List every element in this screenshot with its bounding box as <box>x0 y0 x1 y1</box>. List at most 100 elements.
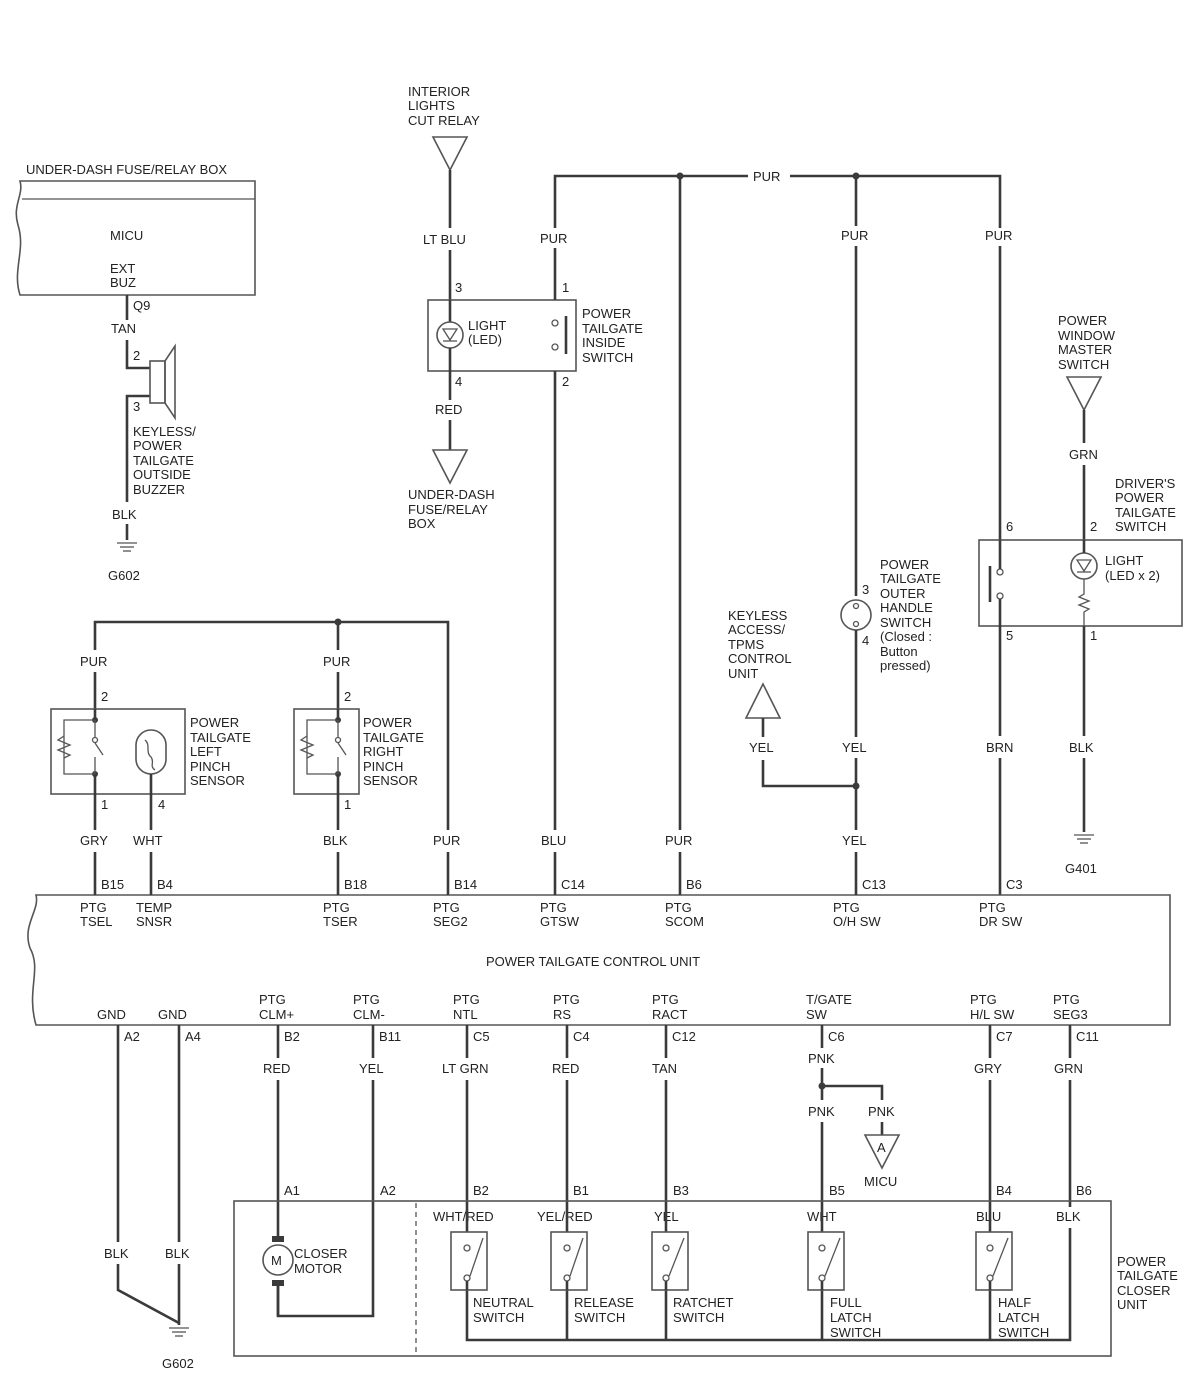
top-pin-c13: YEL C13 PTG O/H SW <box>833 833 886 929</box>
svg-text:WHT/RED: WHT/RED <box>433 1209 494 1224</box>
bottom-pin-c11: PTG SEG3 C11 GRN <box>1053 992 1099 1207</box>
svg-text:SWITCH: SWITCH <box>673 1310 724 1325</box>
wire-pur-driver: PUR <box>985 228 1012 243</box>
svg-text:GRY: GRY <box>974 1061 1002 1076</box>
inside-switch-name: POWER TAILGATE INSIDE SWITCH <box>582 306 643 365</box>
svg-text:C13: C13 <box>862 877 886 892</box>
svg-text:GTSW: GTSW <box>540 914 580 929</box>
ratchet-switch: B3 YEL RATCHET SWITCH <box>651 1183 733 1325</box>
pin-2-switch: 2 <box>562 374 569 389</box>
wire-tan: TAN <box>111 321 136 336</box>
svg-text:POWER: POWER <box>880 557 929 572</box>
svg-text:FULL: FULL <box>830 1295 862 1310</box>
wire-yel-keyless: YEL <box>749 740 774 755</box>
svg-text:PTG: PTG <box>433 900 460 915</box>
svg-text:PTG: PTG <box>979 900 1006 915</box>
driver-pin-1: 1 <box>1090 628 1097 643</box>
svg-text:TAILGATE: TAILGATE <box>880 571 941 586</box>
svg-text:C14: C14 <box>561 877 585 892</box>
svg-text:pressed): pressed) <box>880 658 931 673</box>
svg-text:SWITCH: SWITCH <box>473 1310 524 1325</box>
wire-yel-outer: YEL <box>842 740 867 755</box>
svg-text:TAN: TAN <box>652 1061 677 1076</box>
motor-pin-a1: A1 <box>284 1183 300 1198</box>
svg-text:SENSOR: SENSOR <box>190 773 245 788</box>
svg-text:PTG: PTG <box>553 992 580 1007</box>
svg-text:SEG3: SEG3 <box>1053 1007 1088 1022</box>
svg-text:PTG: PTG <box>652 992 679 1007</box>
fuse-relay-box: UNDER-DASH FUSE/RELAY BOX MICU EXT BUZ <box>15 162 256 296</box>
svg-text:C11: C11 <box>1076 1029 1099 1044</box>
svg-text:TAILGATE: TAILGATE <box>582 321 643 336</box>
control-unit-box <box>27 894 1171 1026</box>
svg-text:O/H SW: O/H SW <box>833 914 881 929</box>
left-pinch-sensor-box <box>50 708 186 795</box>
wire-blk-buzzer: BLK <box>112 507 137 522</box>
svg-text:TPMS: TPMS <box>728 637 764 652</box>
svg-text:SWITCH: SWITCH <box>1058 357 1109 372</box>
svg-text:KEYLESS/: KEYLESS/ <box>133 424 196 439</box>
svg-text:C6: C6 <box>828 1029 845 1044</box>
svg-text:UNIT: UNIT <box>728 666 758 681</box>
inside-switch-icon <box>551 316 568 354</box>
motor-pin-a2: A2 <box>380 1183 396 1198</box>
svg-text:ACCESS/: ACCESS/ <box>728 622 785 637</box>
svg-text:RELEASE: RELEASE <box>574 1295 634 1310</box>
svg-text:SWITCH: SWITCH <box>574 1310 625 1325</box>
left-pinch-name: POWER TAILGATE LEFT PINCH SENSOR <box>190 715 251 788</box>
svg-text:B1: B1 <box>573 1183 589 1198</box>
svg-text:POWER: POWER <box>1117 1254 1166 1269</box>
fuse-box-connector-triangle <box>431 449 469 485</box>
fuse-box-title: UNDER-DASH FUSE/RELAY BOX <box>26 162 227 177</box>
wire-pur-outer: PUR <box>841 228 868 243</box>
svg-text:TAILGATE: TAILGATE <box>133 453 194 468</box>
svg-text:C5: C5 <box>473 1029 490 1044</box>
wire-pnk-right: PNK <box>868 1104 895 1119</box>
svg-text:GRN: GRN <box>1054 1061 1083 1076</box>
left-pin-2: 2 <box>101 689 108 704</box>
svg-text:BUZZER: BUZZER <box>133 482 185 497</box>
svg-text:CLM+: CLM+ <box>259 1007 294 1022</box>
svg-text:NEUTRAL: NEUTRAL <box>473 1295 534 1310</box>
svg-text:POWER: POWER <box>363 715 412 730</box>
wire-brn-driver: BRN <box>986 740 1013 755</box>
keyless-name: KEYLESS ACCESS/ TPMS CONTROL UNIT <box>728 608 792 681</box>
svg-text:NTL: NTL <box>453 1007 478 1022</box>
svg-text:FUSE/RELAY: FUSE/RELAY <box>408 502 488 517</box>
svg-text:TSEL: TSEL <box>80 914 113 929</box>
bottom-pin-a2: GND A2 BLK <box>97 1007 140 1261</box>
svg-text:M: M <box>271 1253 282 1268</box>
svg-text:CONTROL: CONTROL <box>728 651 792 666</box>
wire-grn-window: GRN <box>1069 447 1098 462</box>
driver-pin-5: 5 <box>1006 628 1013 643</box>
left-pin-1: 1 <box>101 797 108 812</box>
full-latch-switch: B5 WHT FULL LATCH SWITCH <box>807 1183 881 1340</box>
svg-text:GND: GND <box>97 1007 126 1022</box>
svg-text:UNDER-DASH: UNDER-DASH <box>408 487 495 502</box>
wire-blk-driver: BLK <box>1069 740 1094 755</box>
svg-text:B6: B6 <box>1076 1183 1092 1198</box>
svg-text:YEL: YEL <box>359 1061 384 1076</box>
pin-3-light: 3 <box>455 280 462 295</box>
svg-text:TAILGATE: TAILGATE <box>1117 1268 1178 1283</box>
svg-text:BLK: BLK <box>323 833 348 848</box>
svg-text:H/L SW: H/L SW <box>970 1007 1015 1022</box>
svg-text:PTG: PTG <box>323 900 350 915</box>
svg-text:PTG: PTG <box>1053 992 1080 1007</box>
svg-text:KEYLESS: KEYLESS <box>728 608 788 623</box>
light-led-label-2: (LED) <box>468 332 502 347</box>
svg-text:PTG: PTG <box>80 900 107 915</box>
release-switch: B1 YEL/RED RELEASE SWITCH <box>537 1183 634 1325</box>
top-pin-b18: BLK B18 PTG TSER <box>323 833 367 929</box>
svg-text:PINCH: PINCH <box>190 759 230 774</box>
svg-text:C7: C7 <box>996 1029 1013 1044</box>
bottom-pin-b2: PTG CLM+ B2 RED <box>259 992 300 1240</box>
svg-text:PNK: PNK <box>808 1051 835 1066</box>
svg-text:PUR: PUR <box>665 833 692 848</box>
svg-text:B6: B6 <box>686 877 702 892</box>
right-pinch-name: POWER TAILGATE RIGHT PINCH SENSOR <box>363 715 424 788</box>
bottom-pin-a4: GND A4 BLK <box>158 1007 201 1261</box>
left-pinch-sensor-icon <box>56 717 167 777</box>
svg-text:BLK: BLK <box>1056 1209 1081 1224</box>
driver-light-label-2: (LED x 2) <box>1105 568 1160 583</box>
